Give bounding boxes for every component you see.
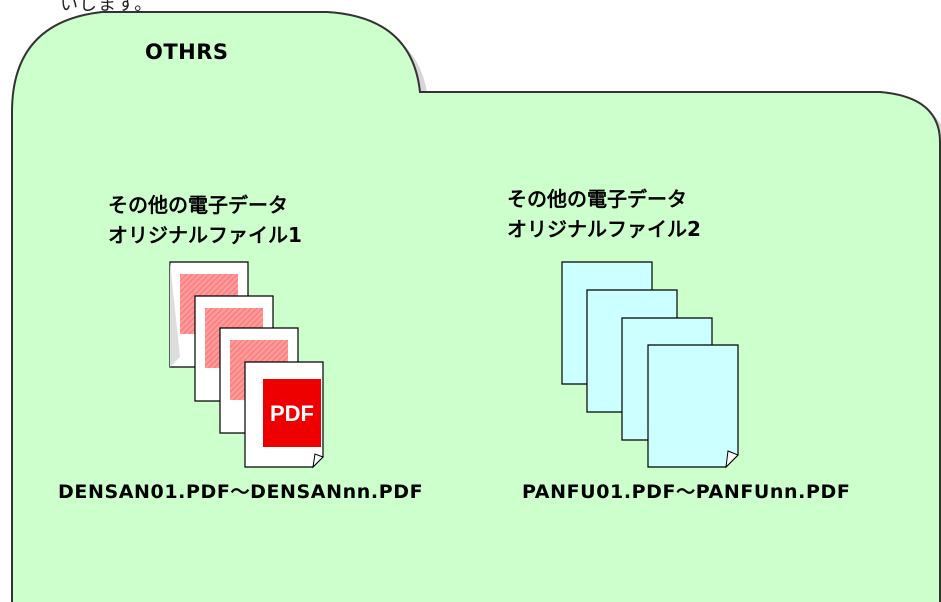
group-2-title: その他の電子データ オリジナルファイル2 xyxy=(507,184,701,244)
group-2-title-line1: その他の電子データ xyxy=(507,187,687,211)
group-1-title-line1: その他の電子データ xyxy=(108,193,288,217)
folder-shape xyxy=(11,11,941,602)
group-1-title: その他の電子データ オリジナルファイル1 xyxy=(108,190,302,250)
group-1-title-line2: オリジナルファイル1 xyxy=(108,223,302,247)
group-2-title-line2: オリジナルファイル2 xyxy=(507,217,701,241)
file-stack-group-2 xyxy=(561,261,739,469)
folder-label: OTHRS xyxy=(145,40,229,64)
pdf-file-icon: PDF xyxy=(244,361,324,469)
group-2-file-range: PANFU01.PDF～PANFUnn.PDF xyxy=(522,481,851,503)
group-1-file-range: DENSAN01.PDF～DENSANnn.PDF xyxy=(58,481,424,503)
file-stack-group-1: PDF xyxy=(169,261,324,469)
pdf-label: PDF xyxy=(270,401,314,426)
file-icon xyxy=(647,344,739,469)
clipped-top-text: いします。 xyxy=(60,0,154,15)
